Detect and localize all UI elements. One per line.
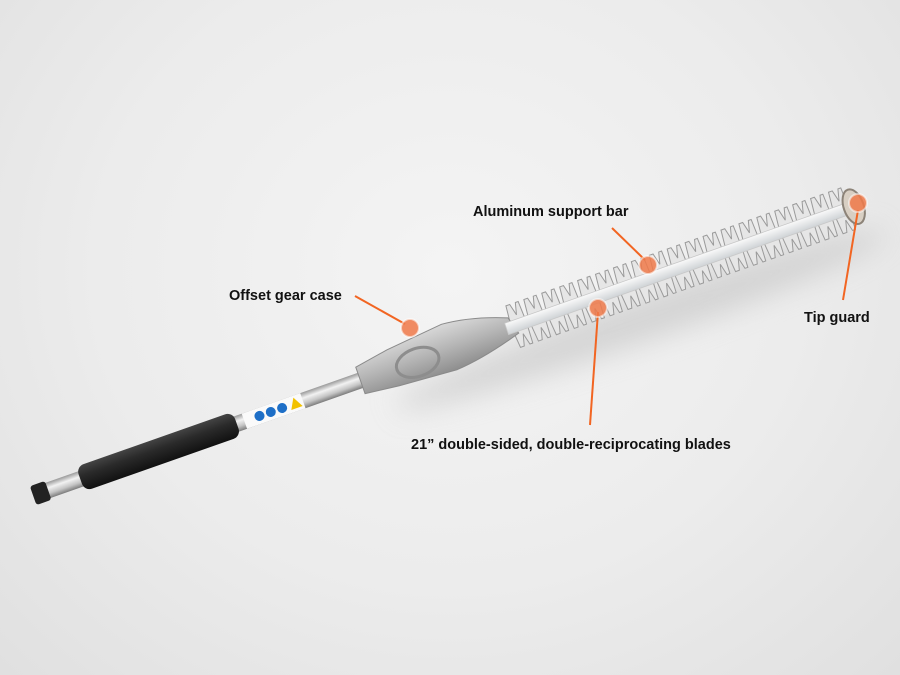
blades-dot (588, 298, 608, 318)
safety-label (241, 393, 306, 429)
warning-icon (254, 410, 265, 421)
support-bar-leader (611, 227, 646, 261)
gear-hub (394, 345, 441, 379)
caution-icon (291, 397, 303, 411)
gear-case-dot (400, 318, 420, 338)
gear-case-leader (354, 295, 406, 325)
callout-tip-guard: Tip guard (804, 310, 870, 326)
end-cap (30, 481, 51, 505)
blades-leader (589, 311, 599, 426)
drop-shadow (394, 231, 886, 409)
tip-guard-dot (848, 193, 868, 213)
callout-blades: 21” double-sided, double-reciprocating b… (411, 437, 731, 453)
warning-icon (277, 402, 288, 413)
callout-dots (400, 193, 868, 338)
support-bar-dot (638, 255, 658, 275)
tip-guard-leader (842, 209, 859, 301)
callout-gear-case: Offset gear case (229, 288, 342, 304)
rubber-grip (78, 413, 239, 490)
callout-support-bar: Aluminum support bar (473, 204, 629, 220)
callout-lines (354, 209, 859, 426)
warning-icon (265, 406, 276, 417)
